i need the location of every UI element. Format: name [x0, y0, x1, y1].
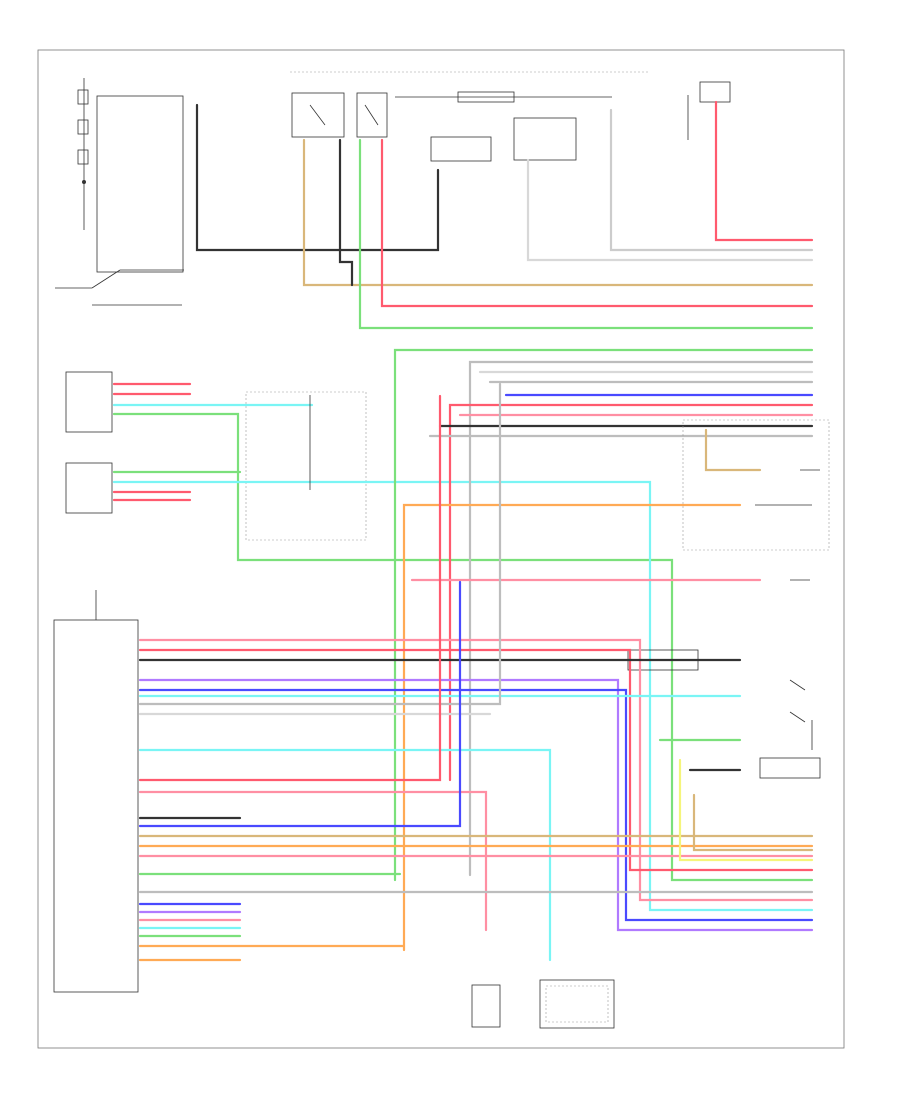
diagram-frame	[37, 49, 845, 1049]
bottom-components	[471, 979, 615, 1029]
right-lower-switch-block	[658, 679, 821, 862]
top-wires	[195, 100, 814, 330]
top-left-power-section	[55, 78, 184, 306]
top-middle-units	[290, 71, 650, 162]
left-mid-modules	[65, 371, 367, 541]
right-bus-wires	[393, 348, 814, 882]
left-mid-wires	[112, 382, 814, 912]
control-unit-wires	[138, 382, 814, 962]
right-mid-switches	[402, 419, 830, 952]
top-right-fuse	[687, 81, 731, 140]
relay-block	[291, 92, 388, 138]
main-control-unit	[53, 590, 139, 993]
